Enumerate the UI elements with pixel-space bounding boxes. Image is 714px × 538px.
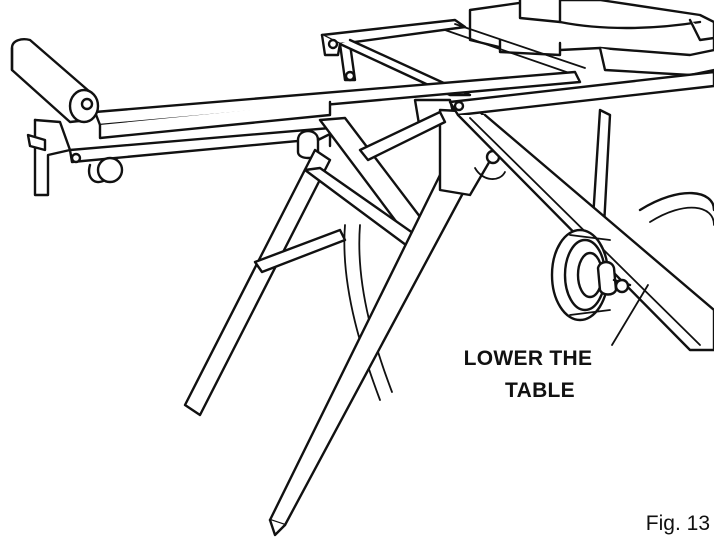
wheel xyxy=(550,191,714,322)
miter-saw-body xyxy=(468,0,714,77)
pivot-knob-right xyxy=(596,260,632,296)
callout-line-2: TABLE xyxy=(505,379,575,402)
callout-leader-line xyxy=(611,284,649,346)
top-frame xyxy=(320,18,586,97)
callout-line-1: LOWER THE xyxy=(464,347,593,370)
figure-label: Fig. 13 xyxy=(646,512,710,535)
roller-support xyxy=(10,38,124,197)
front-leg-assembly xyxy=(268,98,507,537)
